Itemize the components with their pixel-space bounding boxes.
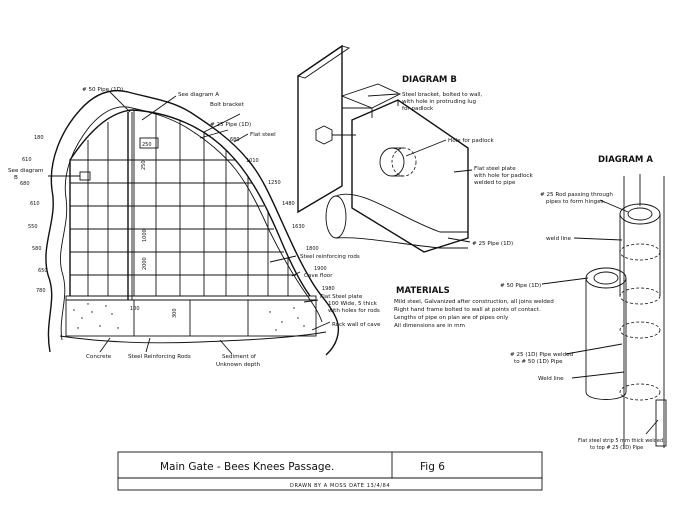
dim-right-7: 1900 [314,266,327,272]
bracket-lug [340,83,402,109]
dim-right-5: 1630 [292,224,305,230]
see-diagram-b-label-2: B [14,175,18,181]
diagram-b-bracket-2: with hole in protruding lug [402,99,477,105]
diagram-a-pipe25-2: to # 50 (1D) Pipe [514,359,563,365]
materials-line-2: Right hand frame bolted to wall at point… [394,307,541,313]
materials-line-4: All dimensions are in mm [394,323,465,329]
diagram-b: DIAGRAM B Steel bracket, bolted to wall,… [296,44,533,253]
dim-left-3: 680 [20,181,30,187]
concrete-rod-ticks [133,300,249,336]
diagram-b-plate-3: welded to pipe [474,180,516,186]
materials-line-3: Lengths of pipe on plan are of pipes onl… [394,315,509,321]
dim-left-8: 780 [36,288,46,294]
diagram-b-plate-2: with hole for padlock [474,173,533,179]
dim-inner-1000: 1000 [142,229,148,242]
dim-left-1: 180 [34,135,44,141]
cave-rock-outline [45,89,340,356]
diagram-a: DIAGRAM A # 25 Rod passing through pipes… [500,155,667,451]
dim-inner-250-a: 250 [142,142,152,148]
upper-pipe-top [619,203,661,225]
diagram-b-plate-1: Flat steel plate [474,166,516,172]
dim-left-4: 610 [30,201,40,207]
sediment-label-2: Unknown depth [216,362,260,368]
plate-label-3: with holes for rods [328,308,380,314]
diagram-a-weld-1: weld line [546,236,572,242]
dim-right-6: 1800 [306,246,319,252]
dim-inner-2000: 2000 [142,257,148,270]
diagram-a-weld-2: Weld line [538,376,564,382]
bolt-head [315,125,333,145]
diagram-a-title: DIAGRAM A [598,155,653,165]
concrete-footing [65,295,317,337]
rock-wall-label: Rock wall of cave [332,322,381,328]
dim-right-2: 1010 [246,158,259,164]
diagram-b-title: DIAGRAM B [402,75,457,85]
dim-right-1: 680 [230,137,240,143]
flat-steel-label: Flat steel [250,132,276,138]
sediment-label-1: Sediment of [222,354,257,360]
materials-line-1: Mild steel, Galvanized after constructio… [394,299,554,305]
concrete-hatching [73,303,305,331]
main-leaders [48,91,331,355]
diagram-b-bracket-3: for padlock [402,106,434,112]
drawn-by: DRAWN BY A MOSS DATE 13/4/84 [290,483,390,489]
gate-flat-plate [351,99,469,253]
dim-inner-300: 300 [172,308,178,318]
diagram-a-pipe25-1: # 25 (1D) Pipe welded [510,352,574,358]
diagram-a-strip-2: to top # 25 (1D) Pipe [590,445,643,451]
rods-bottom-label: Steel Reinforcing Rods [128,354,191,360]
dim-right-8: 1980 [322,286,335,292]
dim-left-5: 550 [28,224,38,230]
plate-label-1: Flat Steel plate [320,294,363,300]
diagram-a-rod-2: pipes to form hinges. [546,199,606,205]
pipe25-b [335,193,468,233]
diagram-b-bracket-1: Steel bracket, bolted to wall, [402,92,483,98]
drawing-title: Main Gate - Bees Knees Passage. [160,461,334,473]
dim-left-2: 610 [22,157,32,163]
pipe25-top-label: # 25 Pipe (1D) [210,122,251,128]
cave-rock-inner [60,106,323,341]
figure-number: Fig 6 [420,461,445,473]
wall-plate [297,44,343,214]
concrete-label: Concrete [86,354,112,360]
materials-notes: MATERIALS Mild steel, Galvanized after c… [394,286,554,329]
title-block: Main Gate - Bees Knees Passage. Fig 6 DR… [117,451,543,491]
dim-left-6: 580 [32,246,42,252]
dim-right-3: 1250 [268,180,281,186]
diagram-a-pipe50: # 50 Pipe (1D) [500,283,541,289]
plate-label-2: 100 Wide, 5 thick [328,301,378,307]
see-diagram-a-label: See diagram A [178,92,219,98]
diagram-a-rod-1: # 25 Rod passing through [540,192,613,198]
see-diagram-b-label: See diagram [8,168,43,174]
diagram-b-pipe: # 25 Pipe (1D) [472,241,513,247]
cave-floor-label: Cave floor [304,273,333,279]
dim-right-4: 1480 [282,201,295,207]
main-gate-elevation: # 50 Pipe (1D) See diagram A Bolt bracke… [8,87,381,368]
gate-frame-top [69,109,311,297]
gate-grid-vertical [87,110,289,296]
materials-title: MATERIALS [396,286,450,296]
steel-rods-label: Steel reinforcing rods [300,254,360,260]
pipe50-top-label: # 50 Pipe (1D) [82,87,123,93]
dim-inner-100: 100 [130,306,140,312]
diagram-b-hole: Hole for padlock [448,138,494,144]
bolt-label: Bolt bracket [210,102,245,108]
dim-inner-250-b: 250 [141,160,147,170]
diagram-a-strip-1: Flat steel strip 5 mm thick welded [578,438,663,444]
dim-left-7: 650 [38,268,48,274]
